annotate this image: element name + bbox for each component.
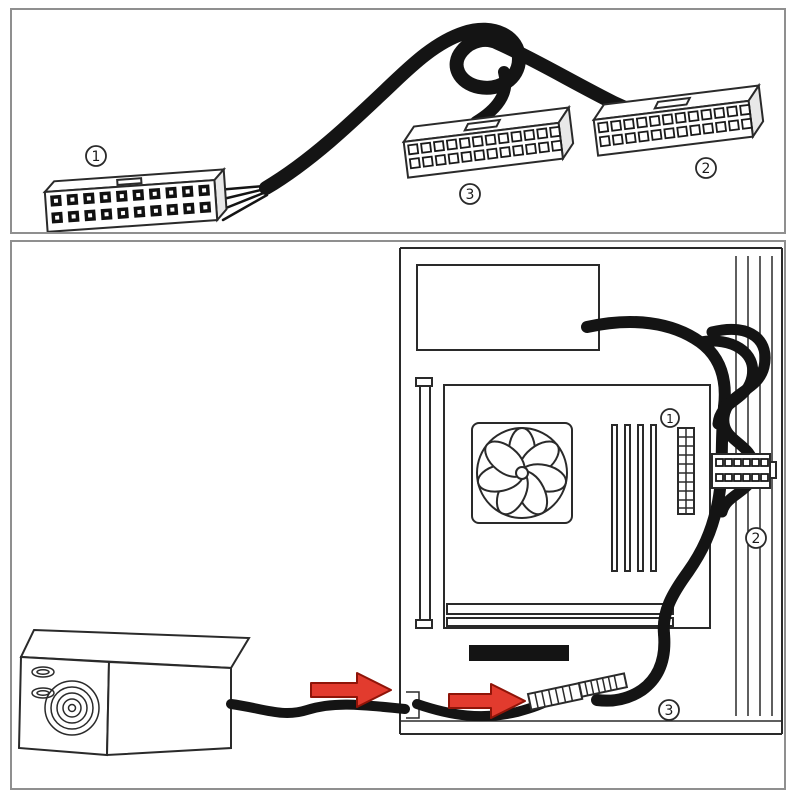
red-arrow-into-case — [448, 683, 526, 719]
io-slot-bar — [469, 645, 569, 661]
label-connector-2: 2 — [745, 527, 767, 549]
label-connector-2: 2 — [695, 157, 717, 179]
atx-socket-connector-1 — [677, 427, 695, 515]
motherboard — [443, 384, 711, 629]
connector-3-24pin-female — [401, 106, 576, 179]
bottom-connectors-3 — [526, 672, 629, 711]
atx-connector-2 — [711, 453, 777, 489]
label-connector-3: 3 — [459, 183, 481, 205]
cable-splitter-figure: 1 3 2 — [43, 22, 766, 232]
label-1-text: 1 — [92, 149, 101, 165]
label-1-text: 1 — [666, 412, 674, 426]
power-supply-unit — [17, 628, 251, 757]
drive-bay — [416, 264, 600, 351]
ram-slots — [611, 424, 657, 572]
label-2-text: 2 — [752, 531, 761, 547]
computer-case — [399, 247, 783, 735]
top-illustration-panel: 1 3 2 — [10, 8, 786, 234]
expansion-slot-bars — [446, 603, 674, 627]
psu-vents — [31, 666, 55, 699]
connector-1-20pin-male — [43, 168, 229, 232]
label-socket-1: 1 — [660, 408, 680, 428]
card-guide-rail — [415, 377, 433, 629]
red-arrow-psu-to-case — [310, 672, 392, 708]
connector-2-24pin-female — [591, 84, 766, 157]
installation-diagram-panel: 1 2 3 — [10, 240, 786, 790]
label-connectors-3: 3 — [658, 699, 680, 721]
label-connector-1: 1 — [85, 145, 107, 167]
psu-fan — [44, 680, 100, 736]
installation-figure: 1 2 3 — [17, 247, 783, 757]
label-2-text: 2 — [702, 161, 711, 177]
fan-blades — [476, 427, 568, 516]
cpu-fan — [471, 422, 573, 524]
label-3-text: 3 — [466, 187, 475, 203]
label-3-text: 3 — [665, 703, 674, 719]
